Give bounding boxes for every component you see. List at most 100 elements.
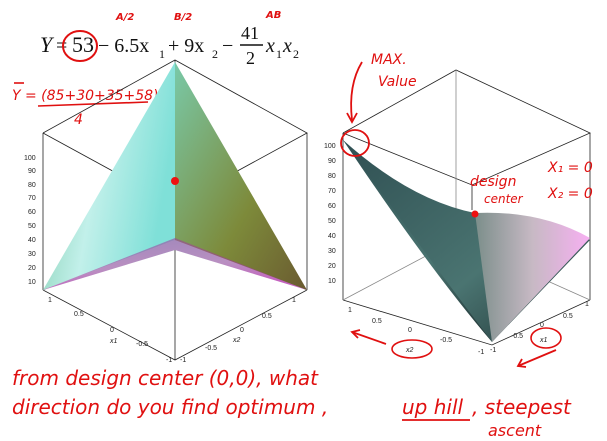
left-y-tick: -0.5 bbox=[205, 345, 217, 352]
ybar-fraction-bar bbox=[37, 101, 149, 107]
right-z-tick: 90 bbox=[328, 158, 336, 165]
right-y-axis-ticks: 1 0.5 0 -0.5 -1 bbox=[490, 301, 589, 354]
right-z-tick: 100 bbox=[324, 143, 336, 150]
equation-term3-sub1: 1 bbox=[276, 47, 282, 61]
question-line-2c: , steepest bbox=[472, 395, 572, 419]
equation-term3-x1: x bbox=[265, 35, 275, 57]
right-x-tick: -0.5 bbox=[440, 337, 452, 344]
right-design-center-point bbox=[471, 210, 479, 218]
left-z-tick: 10 bbox=[28, 279, 36, 286]
right-x-tick: 0.5 bbox=[372, 318, 382, 325]
equation-frac-numerator: 41 bbox=[241, 23, 259, 43]
left-x-tick: -0.5 bbox=[136, 341, 148, 348]
equation-constant: 53 bbox=[72, 32, 94, 57]
right-x-tick: 1 bbox=[348, 307, 352, 314]
left-x-tick: 1 bbox=[48, 297, 52, 304]
x1-label-circle bbox=[530, 327, 562, 349]
design-center-annotation: design center X₁ = 0 X₂ = 0 bbox=[470, 160, 593, 206]
question-line-2b: up hill bbox=[402, 395, 464, 419]
equation-equals: = bbox=[56, 35, 67, 57]
left-y-axis-ticks: -1 -0.5 0 0.5 1 x2 bbox=[180, 297, 296, 364]
right-x-axis-label: x2 bbox=[405, 347, 414, 354]
left-z-tick: 20 bbox=[28, 265, 36, 272]
right-y-tick: 0.5 bbox=[563, 313, 573, 320]
left-x-axis-ticks: 1 0.5 0 -0.5 -1 x1 bbox=[48, 297, 172, 364]
right-y-tick: -0.5 bbox=[511, 333, 523, 340]
left-x-tick: 0.5 bbox=[74, 311, 84, 318]
x2-arrow-head bbox=[350, 329, 361, 339]
left-z-tick: 40 bbox=[28, 237, 36, 244]
left-x-tick: -1 bbox=[166, 357, 172, 364]
max-label: MAX. bbox=[371, 52, 407, 68]
right-x-axis-ticks: 1 0.5 0 -0.5 -1 bbox=[348, 307, 484, 356]
left-y-tick: 0.5 bbox=[262, 313, 272, 320]
direction-arrows bbox=[350, 329, 557, 368]
equation-term3-sub2: 2 bbox=[293, 47, 299, 61]
equation-frac-denominator: 2 bbox=[246, 48, 255, 68]
left-surface-face-1 bbox=[43, 62, 175, 290]
max-point-circle bbox=[340, 129, 370, 157]
left-z-tick: 100 bbox=[24, 155, 36, 162]
question-line-1: from design center (0,0), what bbox=[12, 366, 319, 390]
design-label: design bbox=[470, 174, 516, 190]
equation-term2: + 9x bbox=[168, 35, 204, 57]
left-surface-plot: 100 90 80 70 60 50 40 30 20 10 1 0.5 0 -… bbox=[24, 59, 308, 364]
ab-label: AB bbox=[265, 10, 281, 21]
equation-frac-minus: − bbox=[222, 35, 233, 57]
question-line-3: ascent bbox=[488, 421, 542, 440]
constant-circle bbox=[62, 30, 98, 62]
left-surface-underside bbox=[43, 238, 307, 290]
coefficient-annotations: A/2 B/2 AB bbox=[62, 10, 281, 62]
equation-term3-x2: x bbox=[282, 35, 292, 57]
right-z-tick: 30 bbox=[328, 248, 336, 255]
x2-label-circle bbox=[391, 339, 433, 359]
value-label: Value bbox=[378, 74, 417, 90]
regression-equation: Y = 53 − 6.5x 1 + 9x 2 − 41 2 x 1 x 2 bbox=[40, 23, 299, 68]
a-half-label: A/2 bbox=[115, 12, 134, 23]
right-y-tick: 1 bbox=[585, 301, 589, 308]
center-label: center bbox=[484, 192, 524, 206]
ybar-annotation: Y = (85+30+35+58) 4 bbox=[12, 82, 159, 128]
left-design-center-point bbox=[171, 177, 179, 185]
ybar-formula: Y = (85+30+35+58) bbox=[12, 88, 159, 104]
equation-lhs: Y bbox=[40, 32, 55, 57]
left-x-tick: 0 bbox=[110, 327, 114, 334]
left-z-tick: 80 bbox=[28, 182, 36, 189]
max-arrow-head bbox=[346, 112, 358, 124]
right-x-tick: 0 bbox=[408, 327, 412, 334]
right-surface-face-3 bbox=[475, 212, 590, 342]
x1-direction-arrow bbox=[517, 349, 557, 367]
right-z-tick: 70 bbox=[328, 188, 336, 195]
right-z-tick: 60 bbox=[328, 203, 336, 210]
question-line-2a: direction do you find optimum , bbox=[12, 395, 328, 419]
right-surface-plot: 100 90 80 70 60 50 40 30 20 10 1 0.5 0 -… bbox=[324, 69, 591, 359]
b-half-label: B/2 bbox=[174, 12, 192, 23]
left-z-tick: 90 bbox=[28, 168, 36, 175]
left-z-tick: 50 bbox=[28, 223, 36, 230]
right-x-tick: -1 bbox=[478, 349, 484, 356]
x1-zero-label: X₁ = 0 bbox=[547, 160, 593, 176]
max-arrow bbox=[350, 61, 363, 121]
left-y-tick: 1 bbox=[292, 297, 296, 304]
max-value-annotation: MAX. Value bbox=[340, 52, 417, 157]
ybar-denominator: 4 bbox=[74, 112, 83, 128]
left-z-axis-ticks: 100 90 80 70 60 50 40 30 20 10 bbox=[24, 155, 36, 286]
x2-direction-arrow bbox=[351, 331, 387, 345]
right-y-axis-label: x1 bbox=[539, 337, 548, 344]
left-surface-face-3 bbox=[175, 62, 307, 290]
right-z-axis-ticks: 100 90 80 70 60 50 40 30 20 10 bbox=[324, 143, 336, 285]
bottom-question: from design center (0,0), what direction… bbox=[12, 366, 572, 440]
right-z-tick: 40 bbox=[328, 233, 336, 240]
left-x-axis-label: x1 bbox=[109, 338, 118, 345]
left-z-tick: 70 bbox=[28, 195, 36, 202]
equation-term1-sub: 1 bbox=[159, 47, 165, 61]
right-z-tick: 50 bbox=[328, 218, 336, 225]
left-z-tick: 60 bbox=[28, 209, 36, 216]
x1-arrow-head bbox=[516, 358, 527, 368]
right-z-tick: 80 bbox=[328, 173, 336, 180]
equation-term1: − 6.5x bbox=[98, 35, 149, 57]
x2-zero-label: X₂ = 0 bbox=[547, 186, 593, 202]
right-z-tick: 20 bbox=[328, 263, 336, 270]
left-y-tick: 0 bbox=[240, 327, 244, 334]
